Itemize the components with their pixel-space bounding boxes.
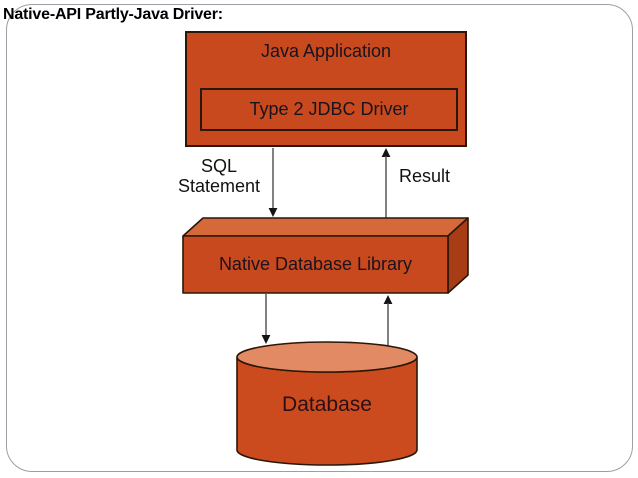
result-arrow [381, 148, 391, 218]
native-library-top-face [182, 217, 469, 237]
database-to-library-arrow [383, 295, 393, 347]
database-cylinder-top [236, 341, 418, 373]
database-label: Database [282, 393, 372, 416]
library-to-database-arrow [261, 294, 271, 344]
type2-jdbc-driver-box: Type 2 JDBC Driver [200, 88, 458, 131]
sql-statement-label: SQL Statement [177, 156, 261, 196]
native-database-library-label: Native Database Library [218, 254, 413, 274]
result-label: Result [399, 166, 451, 186]
java-application-box: Java Application Type 2 JDBC Driver [185, 31, 467, 147]
java-application-label: Java Application [260, 41, 392, 61]
sql-statement-arrow [268, 148, 278, 217]
database-cylinder [236, 341, 418, 466]
slide-title: Native-API Partly-Java Driver: [3, 6, 223, 23]
native-library-front-face [182, 235, 449, 294]
native-library-3d-box [182, 217, 469, 294]
slide-frame-border [6, 4, 633, 472]
type2-jdbc-driver-label: Type 2 JDBC Driver [249, 99, 409, 119]
